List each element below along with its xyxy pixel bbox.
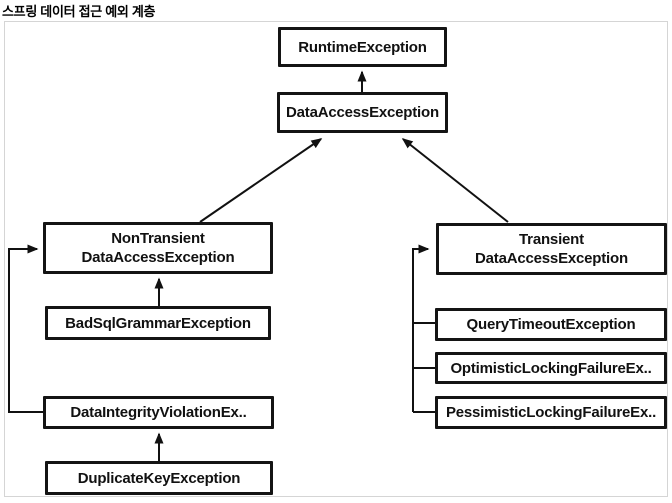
node-label: DuplicateKeyException: [77, 469, 241, 487]
edge-dataintegrity-nontransient: [8, 244, 43, 413]
node-label: DataIntegrityViolationEx..: [70, 404, 247, 421]
node-pessimistic-locking-failure-exception: PessimisticLockingFailureEx..: [435, 396, 667, 429]
diagram-title: 스프링 데이터 접근 예외 계층: [2, 4, 156, 19]
node-transient-data-access-exception: Transient DataAccessException: [436, 223, 667, 275]
node-label-line2: DataAccessException: [81, 249, 235, 266]
edge-nontransient-dataaccess: [199, 138, 323, 223]
node-label: PessimisticLockingFailureEx..: [445, 404, 657, 421]
node-data-integrity-violation-exception: DataIntegrityViolationEx..: [43, 396, 274, 429]
node-label-line1: NonTransient: [111, 230, 205, 247]
node-nontransient-data-access-exception: NonTransient DataAccessException: [43, 222, 273, 274]
node-optimistic-locking-failure-exception: OptimisticLockingFailureEx..: [435, 352, 667, 384]
node-label: BadSqlGrammarException: [65, 314, 251, 332]
edge-right-elbow-trunk: [412, 244, 430, 412]
node-bad-sql-grammar-exception: BadSqlGrammarException: [45, 306, 271, 340]
node-label: QueryTimeoutException: [466, 316, 636, 333]
node-label-line2: DataAccessException: [475, 250, 628, 267]
node-label: RuntimeException: [298, 38, 427, 56]
node-query-timeout-exception: QueryTimeoutException: [435, 308, 667, 341]
node-runtime-exception: RuntimeException: [278, 27, 447, 67]
node-label-line1: Transient: [519, 231, 584, 248]
node-label: OptimisticLockingFailureEx..: [450, 359, 652, 377]
edge-transient-dataaccess: [401, 138, 509, 223]
node-data-access-exception: DataAccessException: [277, 92, 448, 133]
node-duplicate-key-exception: DuplicateKeyException: [45, 461, 273, 495]
node-label: DataAccessException: [286, 104, 439, 121]
